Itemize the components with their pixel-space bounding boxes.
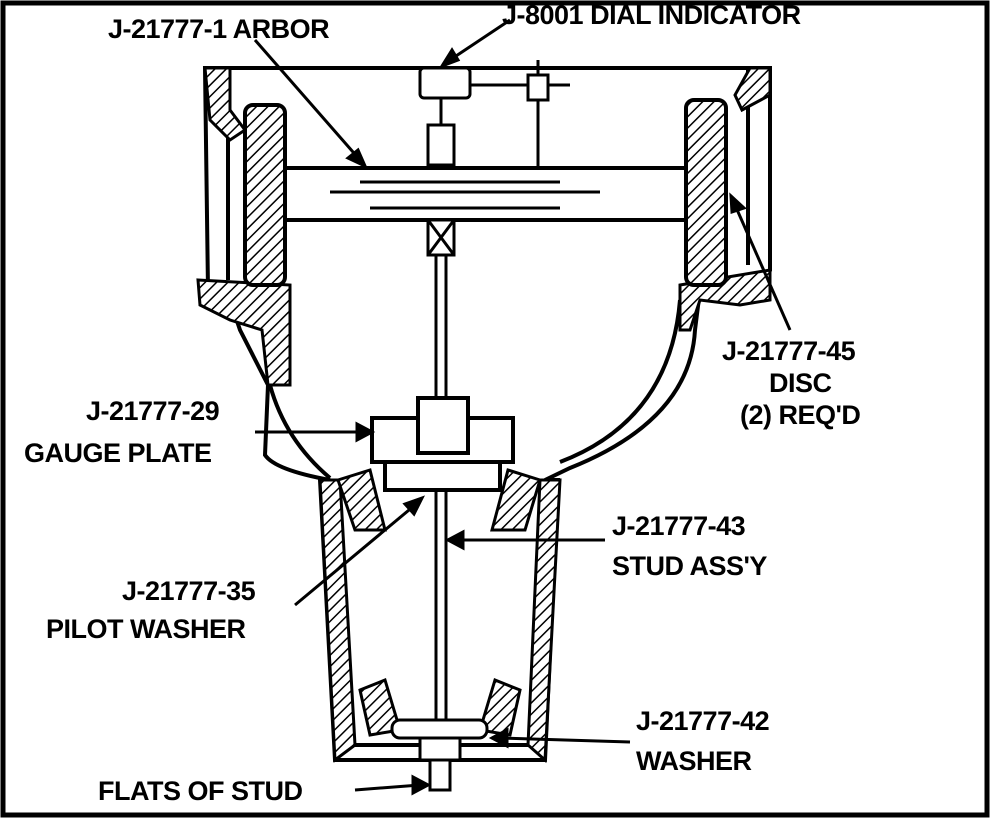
washer [390, 718, 489, 762]
gauge-plate [370, 396, 515, 492]
label-washer-part: J-21777-42 [636, 706, 769, 736]
label-disc-qty: (2) REQ'D [740, 400, 860, 430]
leader-lines [253, 18, 792, 796]
label-gauge-plate-part: J-21777-29 [86, 396, 220, 426]
label-stud-name: STUD ASS'Y [612, 551, 767, 581]
housing-sections [196, 66, 772, 764]
label-pilot-washer-name: PILOT WASHER [46, 614, 246, 644]
label-arbor: J-21777-1 ARBOR [108, 14, 329, 44]
label-pilot-washer-part: J-21777-35 [122, 576, 256, 606]
label-dial-indicator: J-8001 DIAL INDICATOR [502, 0, 801, 30]
label-stud-part: J-21777-43 [612, 511, 746, 541]
stud-assembly [426, 218, 456, 792]
label-disc-part: J-21777-45 [722, 336, 856, 366]
arbor [283, 166, 688, 222]
label-washer-name: WASHER [636, 746, 752, 776]
label-flats-of-stud: FLATS OF STUD [98, 776, 302, 806]
disc-right [684, 98, 728, 287]
label-gauge-plate-name: GAUGE PLATE [24, 438, 212, 468]
disc-left [243, 103, 287, 287]
label-disc-name: DISC [769, 368, 832, 398]
dial-indicator [418, 60, 570, 168]
